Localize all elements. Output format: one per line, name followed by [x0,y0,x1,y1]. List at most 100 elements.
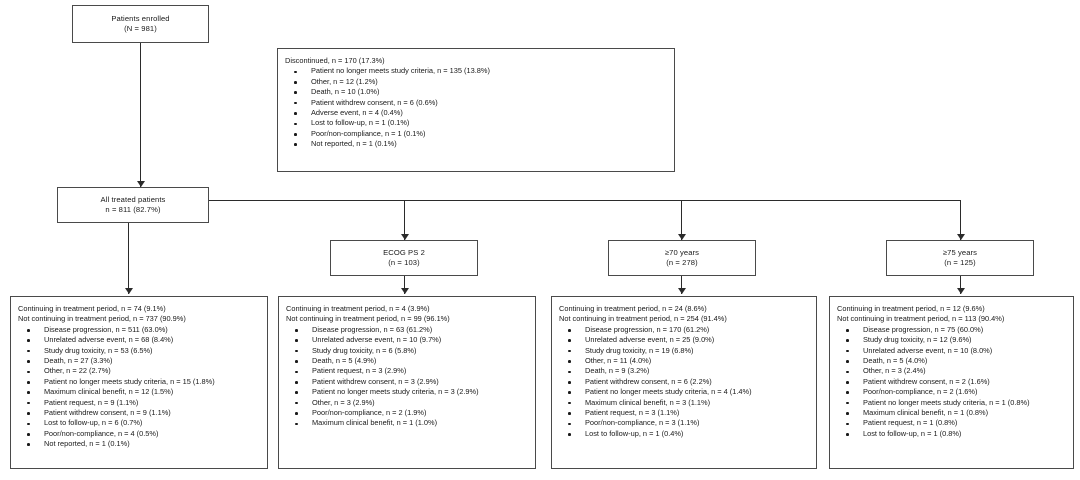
outcome-all-header1: Continuing in treatment period, n = 74 (… [18,304,166,313]
node-outcome-ecog: Continuing in treatment period, n = 4 (3… [278,296,536,469]
node-discontinued: Discontinued, n = 170 (17.3%) Patient no… [277,48,675,172]
arrow-branch-age70 [677,234,686,240]
outcome-age75-header2: Not continuing in treatment period, n = … [837,314,1005,324]
list-item: Maximum clinical benefit, n = 3 (1.1%) [559,398,810,408]
list-item: Death, n = 27 (3.3%) [18,356,261,366]
list-item: Disease progression, n = 170 (61.2%) [559,325,810,335]
node-ecog-line2: (n = 103) [388,258,420,267]
list-item: Other, n = 22 (2.7%) [18,366,261,376]
list-item: Study drug toxicity, n = 12 (9.6%) [837,335,1067,345]
list-item: Adverse event, n = 4 (0.4%) [285,108,668,118]
list-item: Poor/non-compliance, n = 1 (0.1%) [285,129,668,139]
arrow-age70-to-outcome [677,288,686,294]
node-patients-enrolled-line2: (N = 981) [124,24,157,33]
list-item: Poor/non-compliance, n = 2 (1.9%) [286,408,529,418]
list-item: Not reported, n = 1 (0.1%) [18,439,261,449]
node-ecog-line1: ECOG PS 2 [383,247,425,257]
list-item: Lost to follow-up, n = 1 (0.8%) [837,429,1067,439]
node-age75-line1: ≥75 years [942,247,978,257]
list-item: Maximum clinical benefit, n = 12 (1.5%) [18,387,261,397]
arrow-ecog-to-outcome [400,288,409,294]
arrow-branch-ecog [400,234,409,240]
list-item: Patient withdrew consent, n = 2 (1.6%) [837,377,1067,387]
node-outcome-all-treated: Continuing in treatment period, n = 74 (… [10,296,268,469]
node-discontinued-header: Discontinued, n = 170 (17.3%) [285,56,385,65]
node-outcome-age75: Continuing in treatment period, n = 12 (… [829,296,1074,469]
node-age70-line1: ≥70 years [664,247,700,257]
node-age70-line2: (n = 278) [666,258,698,267]
node-all-treated-line2: n = 811 (82.7%) [105,205,161,214]
list-item: Death, n = 10 (1.0%) [285,87,668,97]
node-ecog-ps2: ECOG PS 2 (n = 103) [330,240,478,276]
node-all-treated-line1: All treated patients [100,194,166,204]
list-item: Unrelated adverse event, n = 10 (9.7%) [286,335,529,345]
node-patients-enrolled: Patients enrolled (N = 981) [72,5,209,43]
outcome-ecog-header1: Continuing in treatment period, n = 4 (3… [286,304,430,313]
list-item: Maximum clinical benefit, n = 1 (1.0%) [286,418,529,428]
node-all-treated-patients: All treated patients n = 811 (82.7%) [57,187,209,223]
list-item: Poor/non-compliance, n = 3 (1.1%) [559,418,810,428]
list-item: Study drug toxicity, n = 6 (5.8%) [286,346,529,356]
connector-age75-to-outcome [960,276,962,294]
outcome-age70-header2: Not continuing in treatment period, n = … [559,314,727,324]
list-item: Disease progression, n = 75 (60.0%) [837,325,1067,335]
list-item: Not reported, n = 1 (0.1%) [285,139,668,149]
node-age75-line2: (n = 125) [944,258,976,267]
connector-treated-to-outcome-all [128,223,130,294]
list-item: Study drug toxicity, n = 19 (6.8%) [559,346,810,356]
list-item: Patient withdrew consent, n = 6 (0.6%) [285,98,668,108]
arrow-branch-age75 [956,234,965,240]
list-item: Other, n = 3 (2.4%) [837,366,1067,376]
list-item: Patient no longer meets study criteria, … [18,377,261,387]
outcome-ecog-header2: Not continuing in treatment period, n = … [286,314,450,324]
list-item: Other, n = 12 (1.2%) [285,77,668,87]
list-item: Disease progression, n = 511 (63.0%) [18,325,261,335]
list-item: Patient no longer meets study criteria, … [559,387,810,397]
connector-subgroup-bus [209,200,961,202]
outcome-age70-header1: Continuing in treatment period, n = 24 (… [559,304,707,313]
list-item: Patient no longer meets study criteria, … [285,66,668,76]
list-item: Patient request, n = 9 (1.1%) [18,398,261,408]
outcome-all-header2: Not continuing in treatment period, n = … [18,314,186,324]
connector-age70-to-outcome [681,276,683,294]
list-item: Patient withdrew consent, n = 3 (2.9%) [286,377,529,387]
list-item: Patient request, n = 3 (1.1%) [559,408,810,418]
node-discontinued-list: Patient no longer meets study criteria, … [285,66,668,149]
list-item: Patient request, n = 3 (2.9%) [286,366,529,376]
connector-enrolled-to-treated [140,43,142,187]
list-item: Patient no longer meets study criteria, … [286,387,529,397]
list-item: Other, n = 3 (2.9%) [286,398,529,408]
list-item: Death, n = 5 (4.0%) [837,356,1067,366]
outcome-age70-list: Disease progression, n = 170 (61.2%) Unr… [559,325,810,439]
arrow-age75-to-outcome [956,288,965,294]
connector-ecog-to-outcome [404,276,406,294]
list-item: Lost to follow-up, n = 1 (0.4%) [559,429,810,439]
connector-branch-ecog [404,200,406,240]
outcome-age75-list: Disease progression, n = 75 (60.0%) Stud… [837,325,1067,439]
node-age-75: ≥75 years (n = 125) [886,240,1034,276]
list-item: Death, n = 5 (4.9%) [286,356,529,366]
list-item: Disease progression, n = 63 (61.2%) [286,325,529,335]
outcome-age75-header1: Continuing in treatment period, n = 12 (… [837,304,985,313]
arrow-treated-to-outcome-all [124,288,133,294]
list-item: Other, n = 11 (4.0%) [559,356,810,366]
list-item: Death, n = 9 (3.2%) [559,366,810,376]
list-item: Patient withdrew consent, n = 9 (1.1%) [18,408,261,418]
arrow-enrolled-to-treated [136,181,145,187]
outcome-all-list: Disease progression, n = 511 (63.0%) Unr… [18,325,261,450]
node-outcome-age70: Continuing in treatment period, n = 24 (… [551,296,817,469]
connector-branch-age70 [681,200,683,240]
list-item: Maximum clinical benefit, n = 1 (0.8%) [837,408,1067,418]
list-item: Poor/non-compliance, n = 4 (0.5%) [18,429,261,439]
node-age-70: ≥70 years (n = 278) [608,240,756,276]
list-item: Patient request, n = 1 (0.8%) [837,418,1067,428]
connector-branch-age75 [960,200,962,240]
node-patients-enrolled-line1: Patients enrolled [111,13,170,23]
list-item: Study drug toxicity, n = 53 (6.5%) [18,346,261,356]
list-item: Unrelated adverse event, n = 25 (9.0%) [559,335,810,345]
list-item: Lost to follow-up, n = 1 (0.1%) [285,118,668,128]
list-item: Unrelated adverse event, n = 68 (8.4%) [18,335,261,345]
outcome-ecog-list: Disease progression, n = 63 (61.2%) Unre… [286,325,529,429]
list-item: Unrelated adverse event, n = 10 (8.0%) [837,346,1067,356]
